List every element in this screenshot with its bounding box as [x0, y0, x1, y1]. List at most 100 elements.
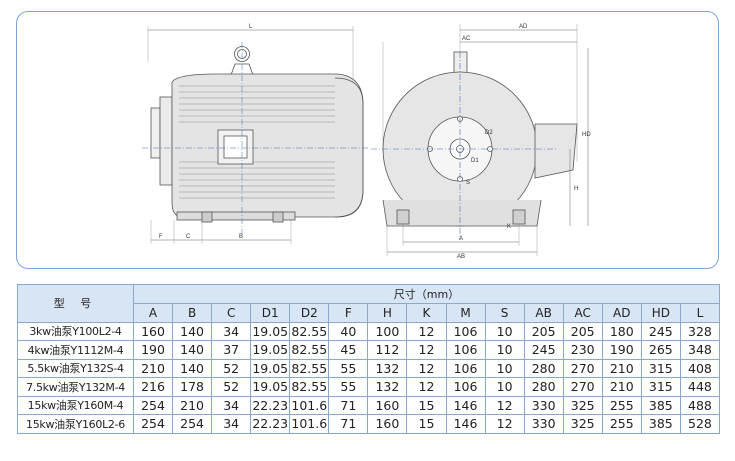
model-cell: 3kw油泵Y100L2-4	[17, 321, 134, 341]
value-cell: 385	[640, 414, 681, 434]
label-H: H	[574, 186, 578, 192]
value-cell: 254	[172, 414, 213, 434]
side-view	[142, 26, 369, 244]
value-cell: 19.05	[250, 321, 291, 341]
value-cell: 265	[640, 340, 681, 360]
value-cell: 270	[562, 358, 603, 378]
value-cell: 52	[211, 377, 252, 397]
value-cell: 106	[445, 321, 486, 341]
value-cell: 37	[211, 340, 252, 360]
value-cell: 55	[328, 358, 369, 378]
value-cell: 106	[445, 358, 486, 378]
value-cell: 448	[679, 377, 721, 397]
column-header: AB	[523, 303, 564, 323]
value-cell: 255	[601, 414, 642, 434]
column-header: M	[445, 303, 486, 323]
size-header: 尺寸（mm）	[132, 284, 721, 304]
column-header: C	[211, 303, 252, 323]
label-C: C	[186, 234, 191, 240]
value-cell: 10	[484, 340, 525, 360]
label-D1: D1	[471, 158, 479, 164]
model-cell: 7.5kw油泵Y132M-4	[17, 377, 134, 397]
value-cell: 12	[406, 321, 447, 341]
value-cell: 160	[132, 321, 174, 341]
value-cell: 180	[601, 321, 642, 341]
value-cell: 254	[132, 414, 174, 434]
value-cell: 10	[484, 321, 525, 341]
value-cell: 140	[172, 340, 213, 360]
column-header: B	[172, 303, 213, 323]
label-S: S	[466, 180, 470, 186]
value-cell: 19.05	[250, 377, 291, 397]
value-cell: 140	[172, 321, 213, 341]
value-cell: 146	[445, 414, 486, 434]
value-cell: 82.55	[289, 321, 330, 341]
value-cell: 12	[406, 377, 447, 397]
value-cell: 106	[445, 340, 486, 360]
value-cell: 40	[328, 321, 369, 341]
value-cell: 132	[367, 358, 408, 378]
value-cell: 230	[562, 340, 603, 360]
value-cell: 210	[172, 395, 213, 415]
value-cell: 280	[523, 377, 564, 397]
column-header: D1	[250, 303, 291, 323]
value-cell: 34	[211, 395, 252, 415]
value-cell: 245	[640, 321, 681, 341]
value-cell: 330	[523, 414, 564, 434]
value-cell: 210	[601, 377, 642, 397]
model-cell: 4kw油泵Y1112M-4	[17, 340, 134, 360]
value-cell: 12	[484, 395, 525, 415]
column-header: D2	[289, 303, 330, 323]
value-cell: 488	[679, 395, 721, 415]
label-F: F	[159, 234, 163, 240]
label-HD: HD	[582, 132, 591, 138]
table-header-row: 型 号 尺寸（mm）	[17, 284, 721, 323]
value-cell: 385	[640, 395, 681, 415]
motor-drawing-panel: L F C B	[16, 11, 719, 269]
value-cell: 101.6	[289, 395, 330, 415]
label-AB: AB	[457, 254, 465, 260]
value-cell: 270	[562, 377, 603, 397]
model-header: 型 号	[17, 284, 134, 323]
value-cell: 315	[640, 377, 681, 397]
value-cell: 100	[367, 321, 408, 341]
column-header: HD	[640, 303, 681, 323]
value-cell: 160	[367, 395, 408, 415]
value-cell: 325	[562, 395, 603, 415]
value-cell: 34	[211, 414, 252, 434]
value-cell: 12	[484, 414, 525, 434]
value-cell: 160	[367, 414, 408, 434]
value-cell: 10	[484, 358, 525, 378]
value-cell: 140	[172, 358, 213, 378]
value-cell: 52	[211, 358, 252, 378]
value-cell: 132	[367, 377, 408, 397]
value-cell: 12	[406, 358, 447, 378]
column-header: S	[484, 303, 525, 323]
column-header: A	[132, 303, 174, 323]
label-L: L	[249, 24, 253, 30]
value-cell: 178	[172, 377, 213, 397]
value-cell: 328	[679, 321, 721, 341]
label-D2: D2	[485, 130, 493, 136]
value-cell: 82.55	[289, 340, 330, 360]
model-cell: 15kw油泵Y160L2-6	[17, 414, 134, 434]
value-cell: 55	[328, 377, 369, 397]
value-cell: 19.05	[250, 358, 291, 378]
value-cell: 325	[562, 414, 603, 434]
value-cell: 22.23	[250, 414, 291, 434]
value-cell: 71	[328, 414, 369, 434]
motor-dimension-drawing: L F C B	[142, 24, 591, 260]
value-cell: 280	[523, 358, 564, 378]
value-cell: 45	[328, 340, 369, 360]
value-cell: 190	[132, 340, 174, 360]
value-cell: 205	[523, 321, 564, 341]
value-cell: 112	[367, 340, 408, 360]
value-cell: 216	[132, 377, 174, 397]
